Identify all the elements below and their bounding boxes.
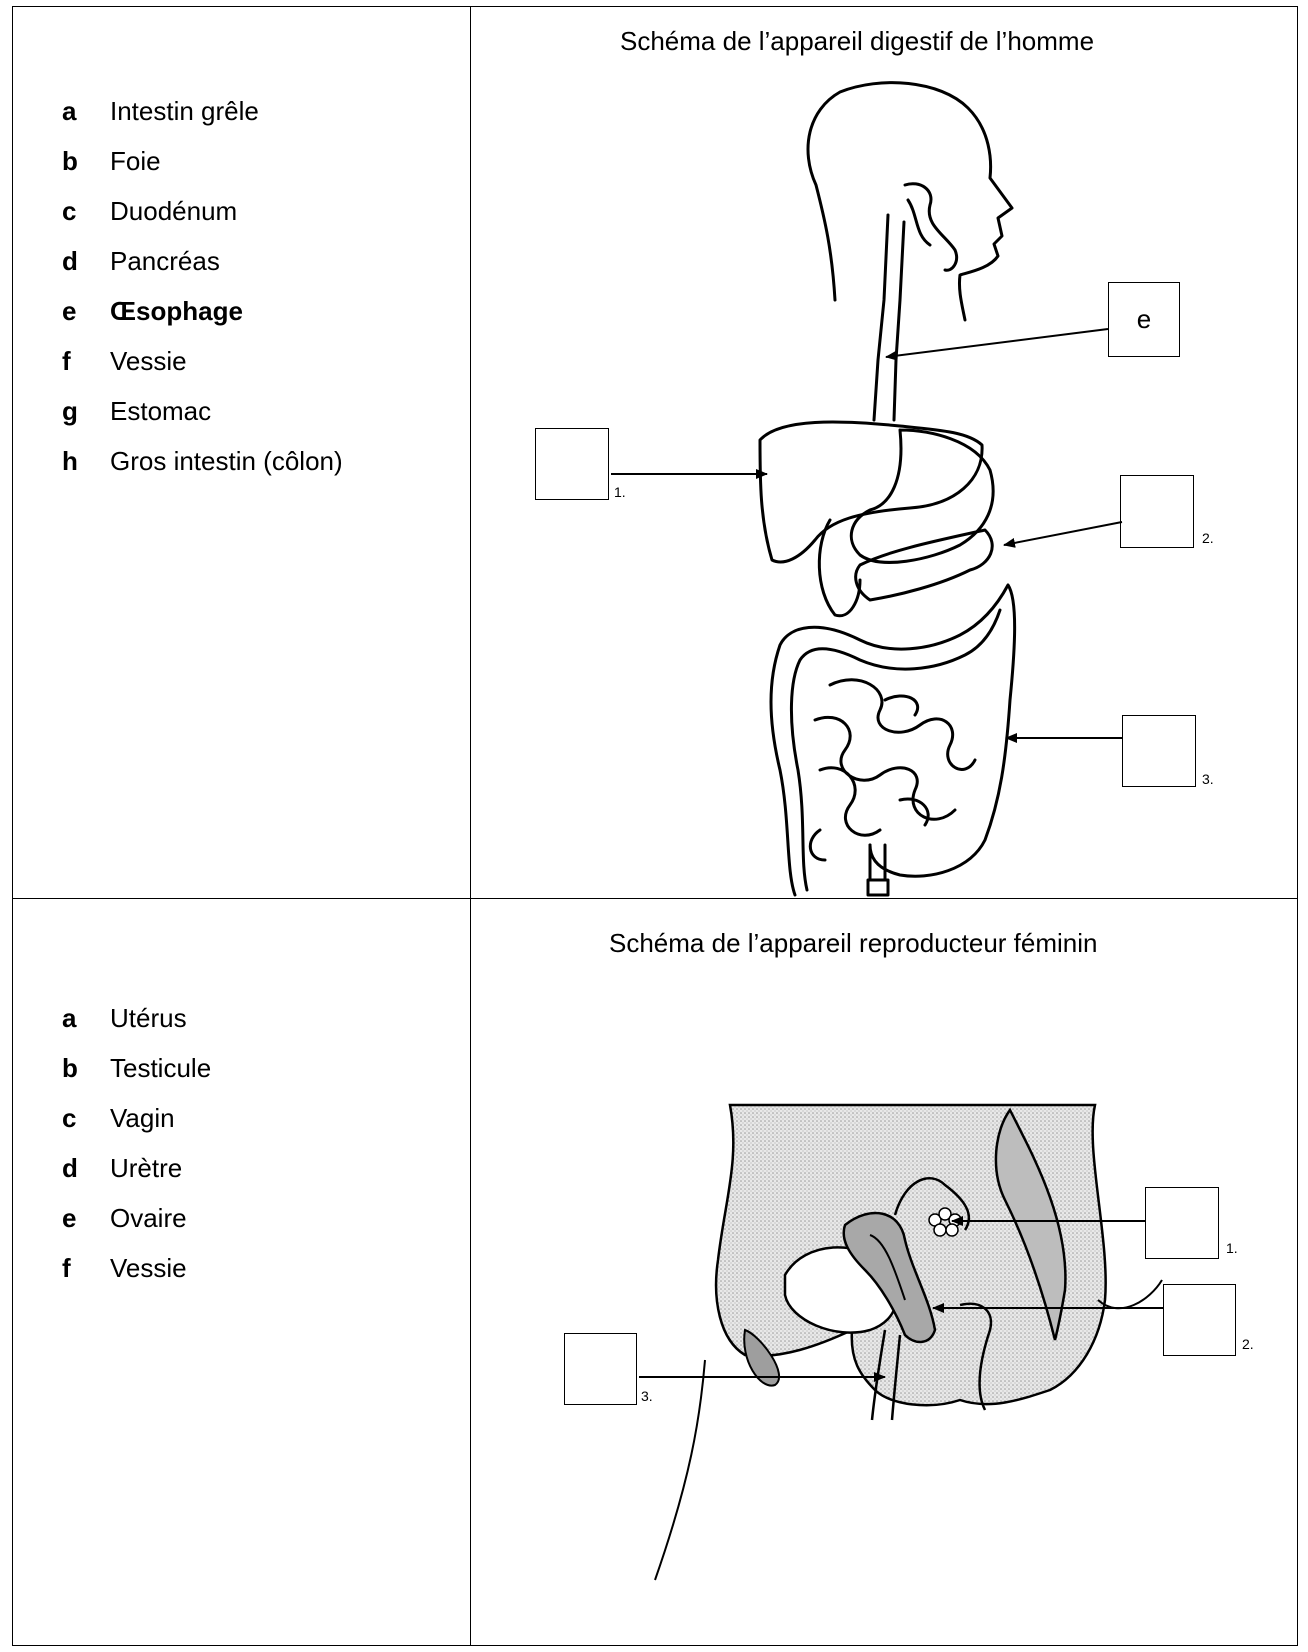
answer-box-2[interactable] xyxy=(1163,1284,1236,1356)
box-number-2: 2. xyxy=(1242,1336,1254,1352)
answer-box-1[interactable] xyxy=(1145,1187,1219,1259)
box-number-1: 1. xyxy=(1226,1240,1238,1256)
answer-box-3[interactable] xyxy=(564,1333,637,1405)
box-number-3: 3. xyxy=(641,1388,653,1404)
